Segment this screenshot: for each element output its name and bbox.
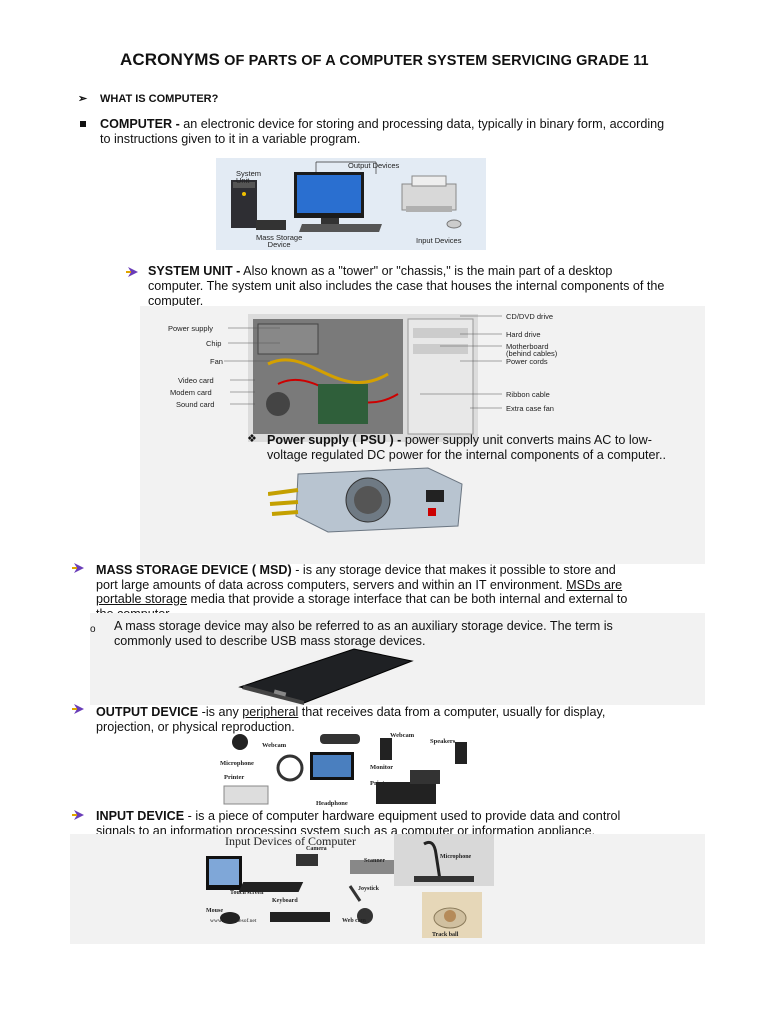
purple-arrow-bullet-icon — [72, 703, 86, 715]
section-heading: WHAT IS COMPUTER? — [100, 93, 219, 105]
label-power-cords: Power cords — [506, 357, 548, 366]
label-fan: Fan — [210, 357, 223, 366]
mass-storage-label: Mass Storage Device — [256, 233, 303, 249]
system-unit-definition: SYSTEM UNIT - Also known as a "tower" or… — [148, 264, 665, 308]
label-track-ball: Track ball — [432, 932, 459, 938]
input-figure-title: Input Devices of Computer — [225, 834, 356, 848]
msd-subpoint: A mass storage device may also be referr… — [114, 619, 613, 648]
label-sound-card: Sound card — [176, 400, 215, 409]
label-keyboard: Keyboard — [272, 898, 298, 904]
label-headphone: Headphone — [316, 800, 348, 807]
label-webcam-2: Webcam — [390, 732, 415, 739]
purple-arrow-bullet-icon — [72, 562, 86, 574]
credit-text: www.examplesof.net — [210, 918, 257, 924]
label-modem-card: Modem card — [170, 388, 212, 397]
input-devices-label: Input Devices — [416, 236, 462, 245]
diamond-bullet-icon: ❖ — [247, 433, 257, 445]
label-microphone: Microphone — [440, 854, 472, 860]
label-camera: Camera — [306, 846, 327, 852]
label-video-card: Video card — [178, 376, 214, 385]
circle-bullet-icon: o — [90, 624, 96, 635]
input-devices-panel: Input Devices of Computer Camera Scanner… — [70, 834, 705, 944]
page-title: ACRONYMS OF PARTS OF A COMPUTER SYSTEM S… — [120, 50, 649, 69]
label-microphone: Microphone — [220, 760, 254, 767]
purple-arrow-bullet-icon — [72, 809, 86, 821]
output-devices-figure: Webcam Webcam Speakers Microphone Monito… — [220, 730, 470, 810]
label-mouse: Mouse — [206, 908, 223, 914]
label-printer-1: Printer — [224, 774, 245, 781]
label-web-cam: Web cam — [342, 918, 366, 924]
label-motherboard: Motherboard — [506, 342, 549, 351]
label-power-supply: Power supply — [168, 324, 214, 333]
label-behind-cables: (behind cables) — [506, 349, 558, 358]
label-monitor: Monitor — [370, 764, 394, 771]
computer-system-figure: Output Devices System Unit Mass Storage … — [216, 158, 486, 250]
tower-figure-panel: Power supply Chip Fan Video card Modem c… — [140, 306, 705, 564]
square-bullet-icon — [80, 121, 86, 127]
output-definition: OUTPUT DEVICE -is any peripheral that re… — [96, 705, 606, 734]
system-unit-label: System Unit — [236, 169, 262, 185]
label-hard-drive: Hard drive — [506, 330, 541, 339]
label-touch-screen: Touch screen — [230, 890, 264, 896]
label-printer-2: Printer — [370, 780, 391, 787]
msd-panel: o A mass storage device may also be refe… — [90, 613, 705, 705]
label-speakers: Speakers — [430, 738, 456, 745]
label-joystick: Joystick — [358, 886, 379, 892]
label-chip: Chip — [206, 339, 222, 348]
arrow-bullet-icon: ➢ — [78, 93, 88, 105]
output-devices-label: Output Devices — [348, 161, 400, 170]
label-scanner: Scanner — [364, 858, 385, 864]
label-webcam-1: Webcam — [262, 742, 287, 749]
computer-definition: COMPUTER - an electronic device for stor… — [100, 117, 665, 146]
psu-definition: Power supply ( PSU ) - power supply unit… — [267, 433, 667, 462]
label-cd-dvd-drive: CD/DVD drive — [506, 312, 554, 321]
label-ribbon-cable: Ribbon cable — [506, 390, 550, 399]
label-extra-case-fan: Extra case fan — [506, 404, 554, 413]
purple-arrow-bullet-icon — [126, 266, 140, 278]
